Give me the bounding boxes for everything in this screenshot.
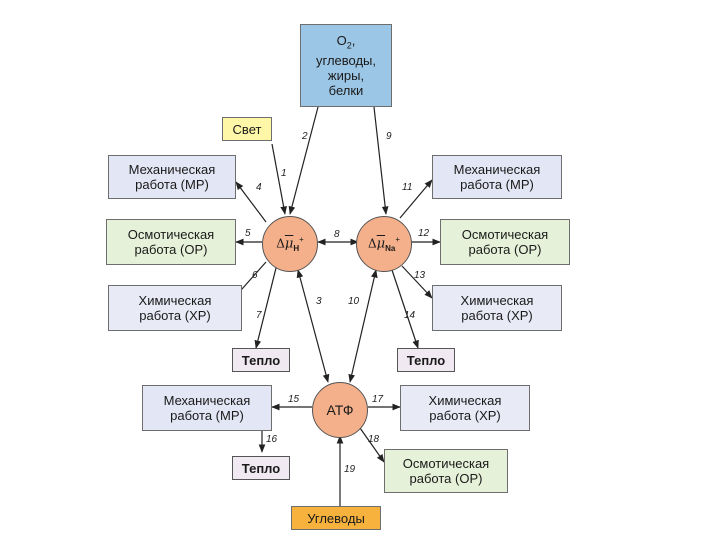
arrow-7 <box>254 267 277 349</box>
arrow-number-18: 18 <box>368 434 380 445</box>
heat-left-box: Тепло <box>232 348 290 372</box>
arrow-number-8: 8 <box>334 229 340 240</box>
arrow-number-11: 11 <box>402 182 413 193</box>
mech-work-right-box: Механическая работа (МР) <box>432 155 562 199</box>
delta-symbol-h: Δ <box>276 236 285 251</box>
arrow-number-3: 3 <box>316 296 322 307</box>
substrates-box: O2, углеводы, жиры, белки <box>300 24 392 107</box>
chem-work-left-box: Химическая работа (ХР) <box>108 285 242 331</box>
h-superscript: + <box>299 235 304 245</box>
arrow-number-9: 9 <box>386 131 392 142</box>
arrow-1 <box>271 143 287 215</box>
chem-work-bottom-box: Химическая работа (ХР) <box>400 385 530 431</box>
mu-symbol-h: μ <box>284 236 294 252</box>
substrates-label: , углеводы, жиры, белки <box>315 32 377 99</box>
arrow-number-7: 7 <box>256 310 262 321</box>
arrow-number-2: 2 <box>302 131 308 142</box>
atp-node: АТФ <box>312 382 368 438</box>
arrow-11 <box>399 179 433 219</box>
arrow-number-6: 6 <box>252 270 258 281</box>
heat-bottom-box: Тепло <box>232 456 290 480</box>
arrow-4 <box>235 181 267 223</box>
arrow-number-4: 4 <box>256 182 262 193</box>
o2-subscript: 2 <box>346 40 352 51</box>
heat-right-box: Тепло <box>397 348 455 372</box>
arrow-3 <box>296 269 330 383</box>
mu-symbol-na: μ <box>376 236 386 252</box>
arrow-number-15: 15 <box>288 394 300 405</box>
osm-work-bottom-box: Осмотическая работа (ОР) <box>384 449 508 493</box>
arrow-2 <box>288 106 319 215</box>
o2-label: O <box>336 32 347 48</box>
arrow-number-1: 1 <box>281 168 287 179</box>
carbs-box: Углеводы <box>291 506 381 530</box>
proton-potential-node: ΔμH+ <box>262 216 318 272</box>
arrow-number-14: 14 <box>404 310 416 321</box>
na-subscript: Na <box>385 243 396 253</box>
arrow-number-13: 13 <box>414 270 426 281</box>
mech-work-bottom-box: Механическая работа (МР) <box>142 385 272 431</box>
arrow-number-16: 16 <box>266 434 278 445</box>
arrow-13 <box>401 265 433 299</box>
na-superscript: + <box>395 235 401 245</box>
arrow-number-12: 12 <box>418 228 430 239</box>
arrow-10 <box>348 269 378 383</box>
osm-work-left-box: Осмотическая работа (ОР) <box>106 219 236 265</box>
arrow-14 <box>391 269 419 349</box>
arrow-number-10: 10 <box>348 296 360 307</box>
light-box: Свет <box>222 117 272 141</box>
delta-symbol-na: Δ <box>367 236 377 251</box>
h-subscript: H <box>293 243 300 253</box>
osm-work-right-box: Осмотическая работа (ОР) <box>440 219 570 265</box>
chem-work-right-box: Химическая работа (ХР) <box>432 285 562 331</box>
mech-work-left-box: Механическая работа (МР) <box>108 155 236 199</box>
arrow-18 <box>359 427 385 463</box>
arrow-number-5: 5 <box>245 228 251 239</box>
arrow-number-17: 17 <box>372 394 384 405</box>
arrow-number-19: 19 <box>344 464 356 475</box>
arrow-9 <box>373 106 389 215</box>
sodium-potential-node: ΔμNa+ <box>356 216 412 272</box>
